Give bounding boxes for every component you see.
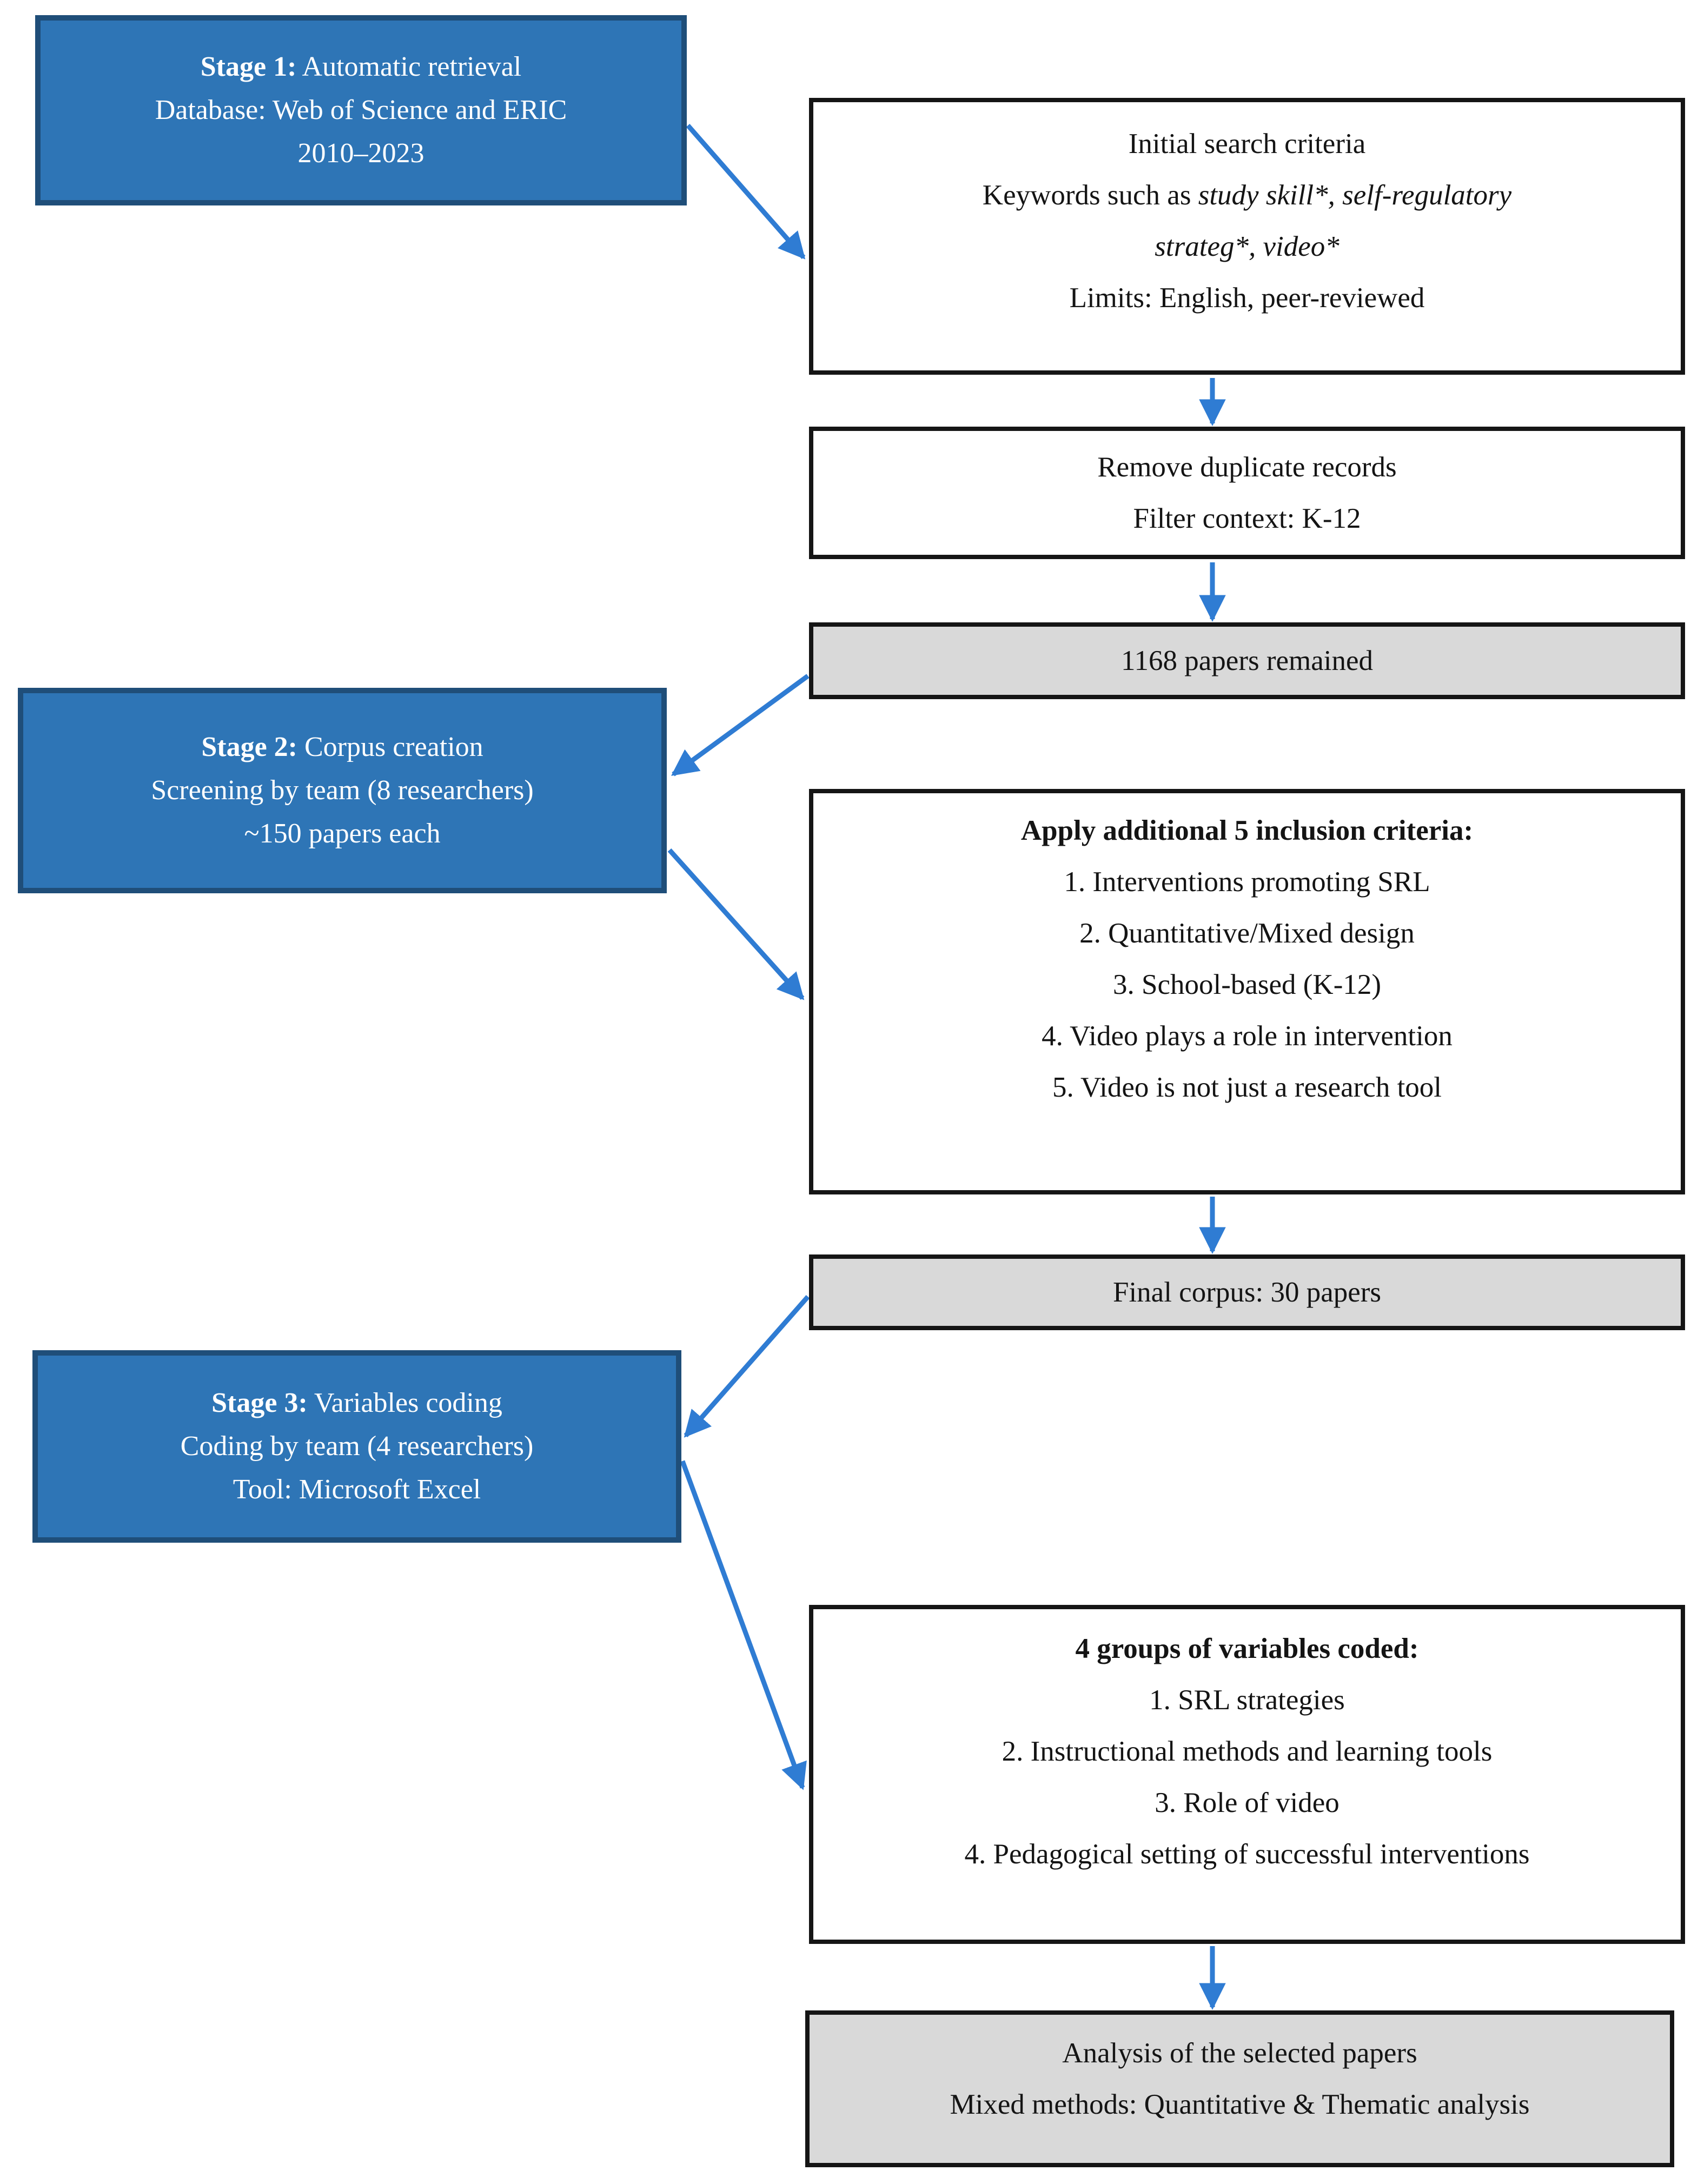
stage1-years-line: 2010–2023 xyxy=(297,138,425,169)
dedupe-line2: Filter context: K-12 xyxy=(1133,502,1361,534)
stage2-screening-line: Screening by team (8 researchers) xyxy=(151,775,534,806)
stage1-title-line: Stage 1: Automatic retrieval xyxy=(201,45,522,89)
variables-item-2: 2. Instructional methods and learning to… xyxy=(1002,1736,1493,1767)
stage3-box: Stage 3: Variables coding Coding by team… xyxy=(32,1350,681,1543)
stage1-database-line: Database: Web of Science and ERIC xyxy=(155,95,567,125)
stage2-papers-line: ~150 papers each xyxy=(244,818,441,849)
stage1-title: Automatic retrieval xyxy=(296,51,522,82)
analysis-line1: Analysis of the selected papers xyxy=(1062,2037,1417,2069)
variables-item-4: 4. Pedagogical setting of successful int… xyxy=(964,1838,1530,1870)
remove-duplicates-box: Remove duplicate records Filter context:… xyxy=(809,427,1685,559)
variables-item-3: 3. Role of video xyxy=(1155,1787,1339,1818)
arrow-stage2-to-criteria xyxy=(667,848,805,1000)
papers-remained-box: 1168 papers remained xyxy=(809,622,1685,699)
stage2-box: Stage 2: Corpus creation Screening by te… xyxy=(18,688,667,893)
search-keywords-line1: Keywords such as study skill*, self-regu… xyxy=(983,170,1511,221)
final-corpus-box: Final corpus: 30 papers xyxy=(809,1254,1685,1330)
papers-remained-text: 1168 papers remained xyxy=(1120,645,1374,676)
stage1-box: Stage 1: Automatic retrieval Database: W… xyxy=(35,15,687,205)
variables-coded-box: 4 groups of variables coded: 1. SRL stra… xyxy=(809,1605,1685,1944)
search-title-line: Initial search criteria xyxy=(1128,128,1366,160)
inclusion-criteria-box: Apply additional 5 inclusion criteria: 1… xyxy=(809,789,1685,1194)
analysis-line2: Mixed methods: Quantitative & Thematic a… xyxy=(950,2089,1530,2120)
stage3-title-line: Stage 3: Variables coding xyxy=(211,1382,502,1425)
search-keywords-line2: strateg*, video* xyxy=(1155,221,1339,273)
criteria-heading: Apply additional 5 inclusion criteria: xyxy=(1020,815,1474,846)
keywords-italic-b: strateg*, video* xyxy=(1155,231,1339,262)
initial-search-box: Initial search criteria Keywords such as… xyxy=(809,98,1685,375)
search-limits-line: Limits: English, peer-reviewed xyxy=(1069,282,1425,314)
stage3-coding-line: Coding by team (4 researchers) xyxy=(180,1431,534,1462)
final-corpus-text: Final corpus: 30 papers xyxy=(1112,1276,1382,1308)
criteria-item-2: 2. Quantitative/Mixed design xyxy=(1079,918,1415,949)
stage2-title: Corpus creation xyxy=(297,732,483,762)
dedupe-line1: Remove duplicate records xyxy=(1097,451,1397,483)
criteria-item-3: 3. School-based (K-12) xyxy=(1112,969,1382,1000)
keywords-italic-a: study skill*, self-regulatory xyxy=(1198,180,1512,211)
stage3-tool-line: Tool: Microsoft Excel xyxy=(233,1474,481,1505)
variables-heading: 4 groups of variables coded: xyxy=(1075,1633,1419,1664)
criteria-item-4: 4. Video plays a role in intervention xyxy=(1042,1020,1453,1052)
stage2-label: Stage 2: xyxy=(201,732,297,762)
criteria-item-5: 5. Video is not just a research tool xyxy=(1052,1072,1442,1103)
stage1-label: Stage 1: xyxy=(200,51,297,82)
arrow-remained-to-stage2 xyxy=(671,674,810,776)
stage3-label: Stage 3: xyxy=(211,1388,308,1418)
stage2-title-line: Stage 2: Corpus creation xyxy=(201,726,483,769)
variables-item-1: 1. SRL strategies xyxy=(1149,1684,1345,1716)
arrow-stage1-to-search xyxy=(686,124,806,260)
analysis-box: Analysis of the selected papers Mixed me… xyxy=(805,2010,1674,2167)
stage3-title: Variables coding xyxy=(307,1388,502,1418)
arrow-stage3-to-variables xyxy=(680,1460,807,1790)
arrow-corpus-to-stage3 xyxy=(684,1295,810,1438)
criteria-item-1: 1. Interventions promoting SRL xyxy=(1064,866,1430,898)
keywords-prefix: Keywords such as xyxy=(982,180,1198,211)
